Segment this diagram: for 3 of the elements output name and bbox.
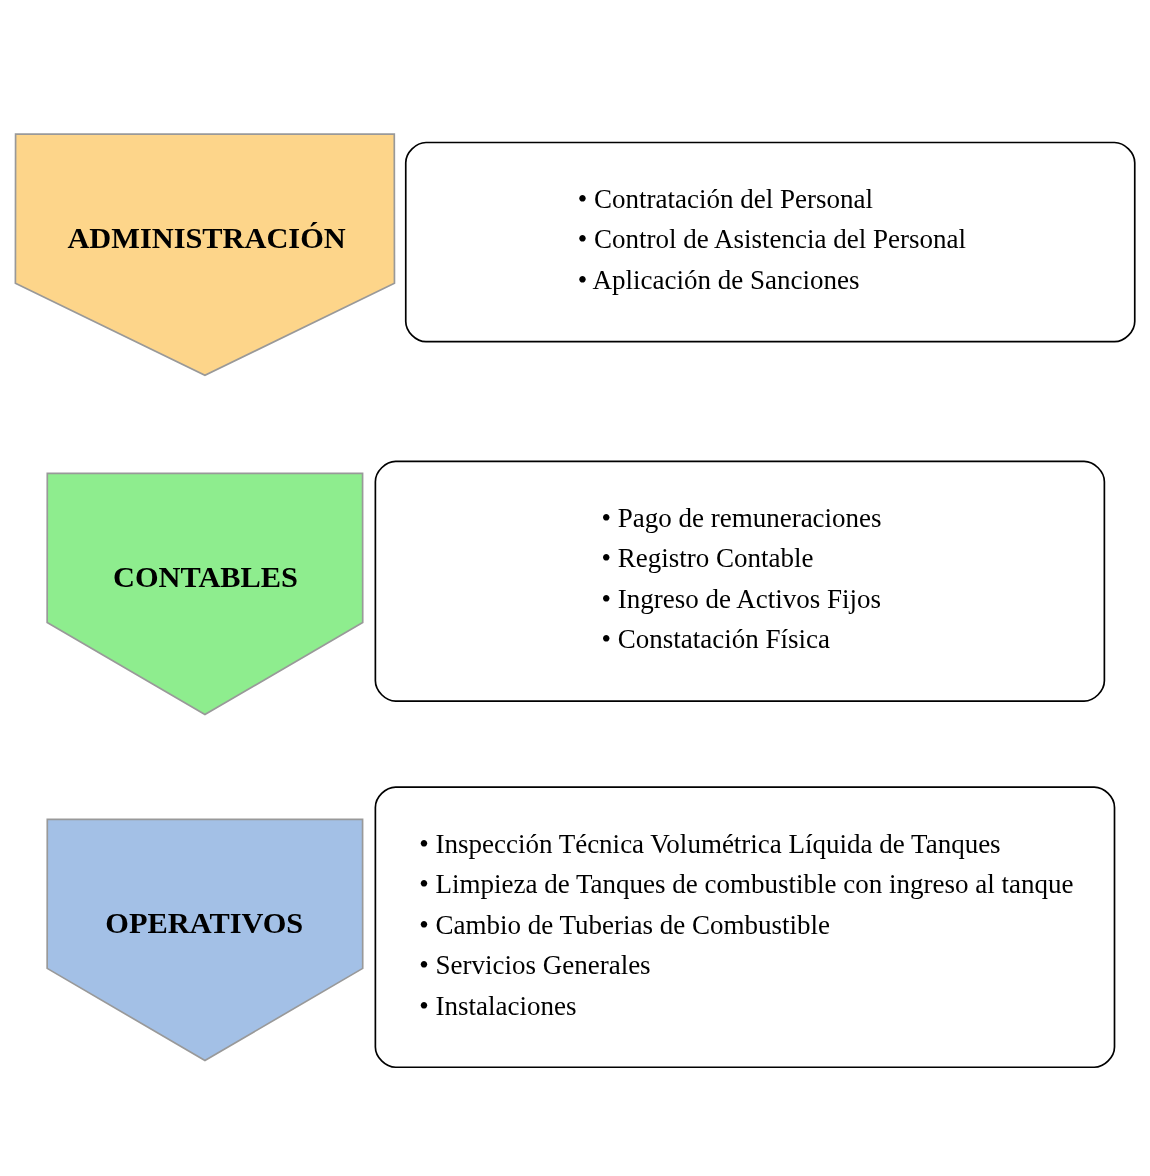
node-box: • Inspección Técnica Volumétrica Líquida de Tanques • Limpieza de Tanques de combustible con ingreso al tanque • Cambio de Tuberias de Combustible • Servicios Generales • Instalaciones <box>374 786 1116 1069</box>
node-box: • Pago de remuneraciones • Registro Contable • Ingreso de Activos Fijos • Constatación Física <box>374 460 1106 702</box>
node-box: • Contratación del Personal • Control de Asistencia del Personal • Aplicación de Sanciones <box>404 141 1136 343</box>
